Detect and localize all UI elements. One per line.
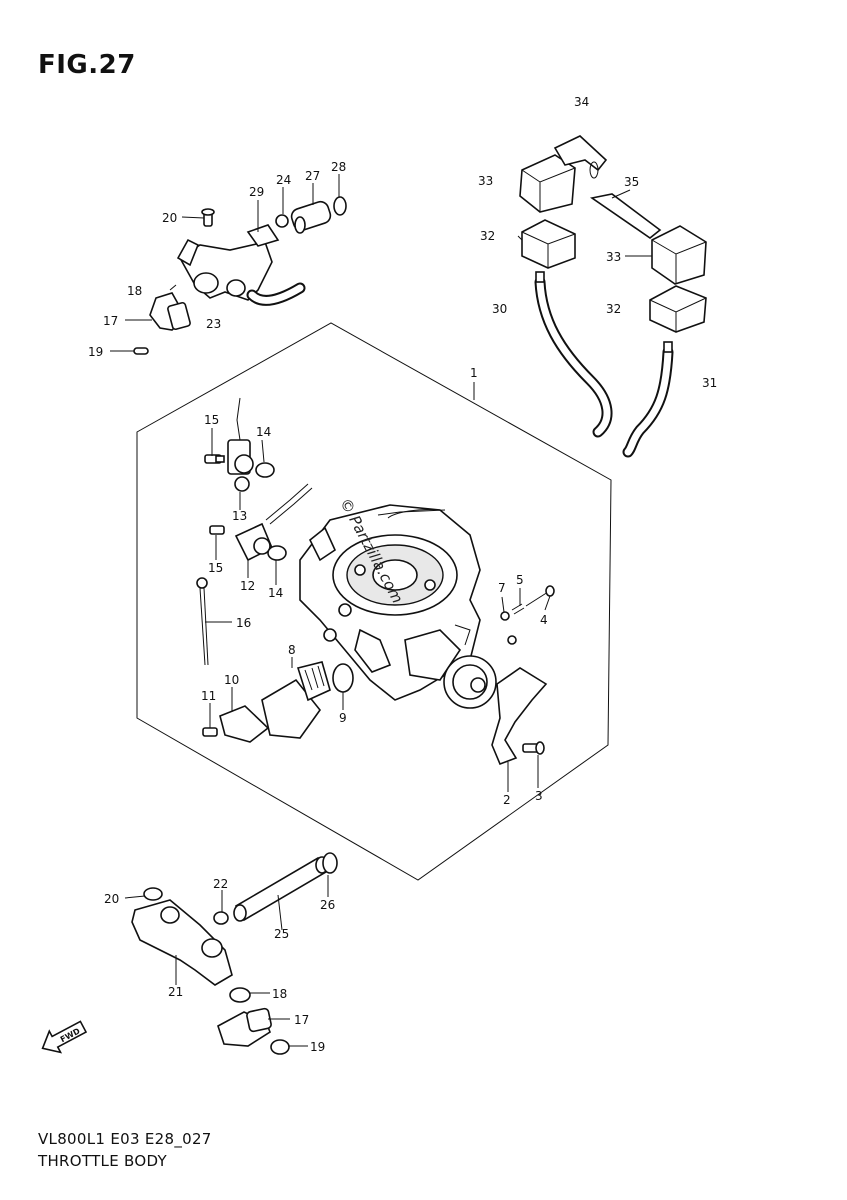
leader-lines [110,174,652,1047]
callout-24: 24 [276,173,291,187]
o-ring-18-lower[interactable] [229,987,251,1003]
o-ring-26[interactable] [322,852,338,874]
callout-35: 35 [624,175,639,189]
nut-6[interactable] [507,635,517,645]
cap-33-lower[interactable] [651,225,707,285]
callout-15-lower: 15 [208,561,223,575]
upper-fuel-injector[interactable] [149,284,191,331]
callout-25: 25 [274,927,289,941]
callout-19-upper: 19 [88,345,103,359]
callout-22: 22 [213,877,228,891]
lower-bolt-20[interactable] [143,887,163,901]
upper-o-ring-19[interactable] [133,347,149,355]
callout-2: 2 [503,793,511,807]
upper-bolt-20[interactable] [201,208,215,227]
callout-10: 10 [224,673,239,687]
throttle-position-sensor[interactable] [227,397,254,492]
callout-11: 11 [201,689,216,703]
bracket-10[interactable] [219,705,270,743]
callout-8: 8 [288,643,296,657]
screw-11[interactable] [202,727,218,737]
callout-31: 31 [702,376,717,390]
callout-14-lower: 14 [268,586,283,600]
valve-32-lower[interactable] [649,285,707,333]
callout-17-lower: 17 [294,1013,309,1027]
callout-20-lower: 20 [104,892,119,906]
bracket-2[interactable] [491,667,548,766]
callout-3: 3 [535,789,543,803]
callout-32-lower: 32 [606,302,621,316]
callout-21: 21 [168,985,183,999]
callout-19-lower: 19 [310,1040,325,1054]
bracket-29[interactable] [246,224,280,247]
throttle-body-casting[interactable] [299,504,497,709]
callout-9: 9 [339,711,347,725]
callout-labels: 1 2 3 4 5 7 8 9 10 11 12 13 14 14 15 15 … [88,95,717,1054]
callout-18-lower: 18 [272,987,287,1001]
callout-27: 27 [305,169,320,183]
cable-tie-16[interactable] [196,577,209,666]
callout-18-upper: 18 [127,284,142,298]
callout-33-upper: 33 [478,174,493,188]
callout-29: 29 [249,185,264,199]
callout-12: 12 [240,579,255,593]
callout-4: 4 [540,613,548,627]
upper-fuel-delivery-pipe[interactable] [176,238,306,306]
lower-fuel-delivery-pipe[interactable] [131,899,233,986]
gasket-9[interactable] [332,663,354,693]
callout-32-upper: 32 [480,229,495,243]
bracket-35[interactable] [589,193,662,239]
diagram-name: THROTTLE BODY [38,1152,167,1170]
callout-17-upper: 17 [103,314,118,328]
screw-15-lower[interactable] [209,525,225,535]
vacuum-hose-30[interactable] [534,271,613,438]
callout-34: 34 [574,95,589,109]
callout-1: 1 [470,366,478,380]
vacuum-hose-31[interactable] [622,341,674,458]
cap-33-upper[interactable] [519,154,576,213]
pipe-25[interactable] [233,856,329,922]
callout-26: 26 [320,898,335,912]
bolt-3[interactable] [522,741,545,755]
figure-title: FIG.27 [38,50,136,80]
callout-16: 16 [236,616,251,630]
idle-speed-control-valve[interactable] [261,661,331,739]
callout-20-upper: 20 [162,211,177,225]
forward-arrow: FWD [41,1020,88,1054]
o-ring-22[interactable] [213,911,229,925]
callout-33-lower: 33 [606,250,621,264]
valve-32-upper[interactable] [521,219,576,269]
screw-15-upper[interactable] [204,454,225,464]
callout-5: 5 [516,573,524,587]
diagram-code: VL800L1 E03 E28_027 [38,1130,212,1148]
o-ring-14-upper[interactable] [255,462,275,478]
assembly-outline [136,322,612,881]
spring-5[interactable] [511,603,525,615]
o-ring-19-lower[interactable] [270,1039,290,1055]
washer-7[interactable] [500,611,510,621]
callout-15-upper: 15 [204,413,219,427]
callout-13: 13 [232,509,247,523]
callout-7: 7 [498,581,506,595]
callout-14-upper: 14 [256,425,271,439]
o-ring-14-lower[interactable] [267,545,287,561]
bracket-34[interactable] [553,135,608,179]
callout-30: 30 [492,302,507,316]
o-ring-28[interactable] [333,196,347,216]
lower-fuel-injector[interactable] [217,1007,272,1047]
callout-28: 28 [331,160,346,174]
pipe-27[interactable] [290,200,333,234]
o-ring-24[interactable] [275,214,289,228]
callout-23: 23 [206,317,221,331]
